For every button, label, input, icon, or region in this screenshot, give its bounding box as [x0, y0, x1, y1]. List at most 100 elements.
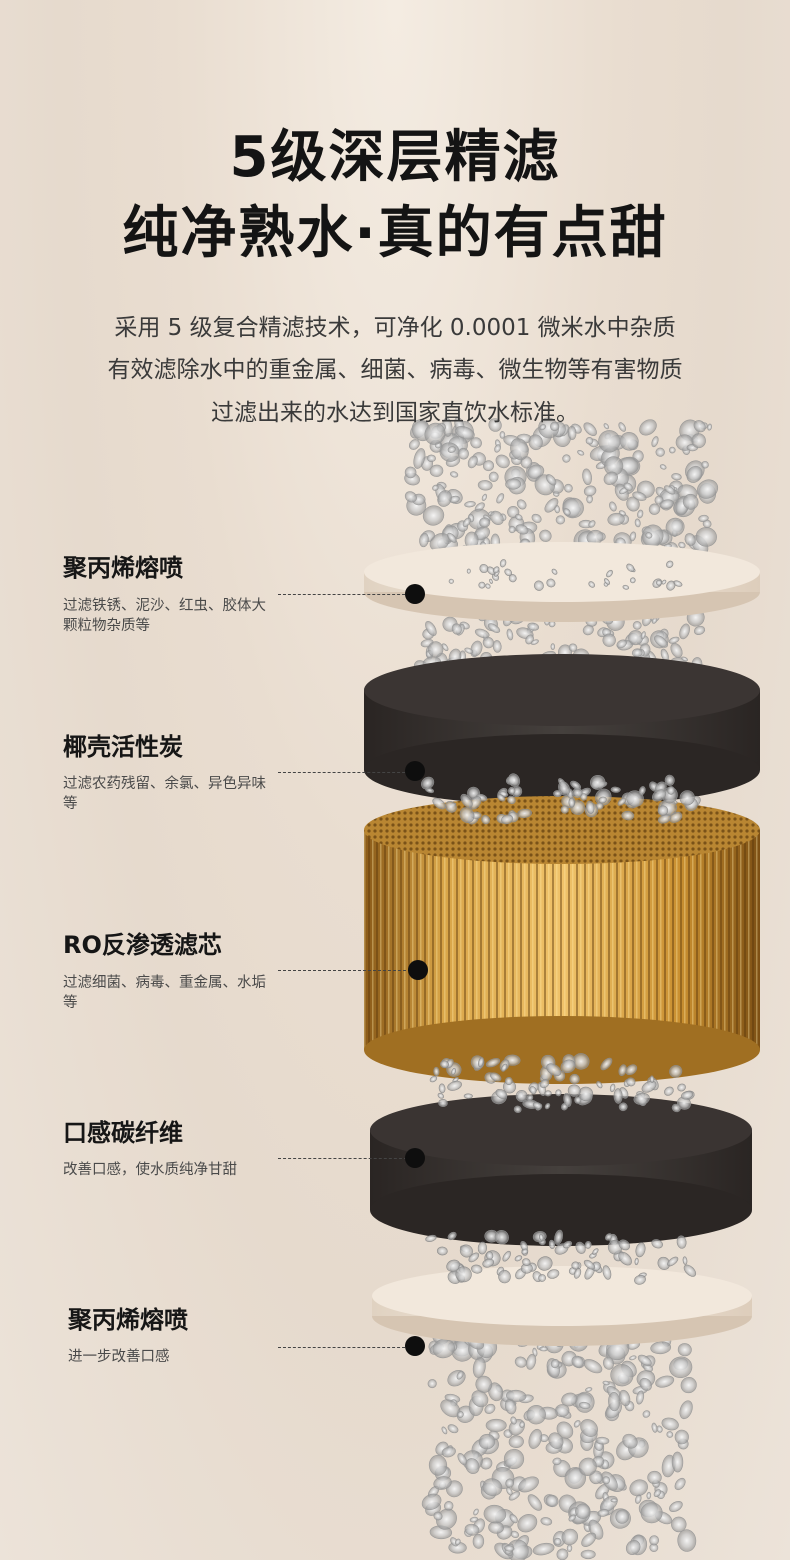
water-droplet	[554, 1229, 564, 1245]
water-droplet	[545, 1494, 559, 1508]
water-droplet	[527, 622, 540, 631]
water-droplet	[447, 1369, 466, 1387]
water-droplet	[537, 1256, 553, 1271]
water-droplet	[459, 1244, 473, 1258]
layer-2-desc: 过滤农药残留、余氯、异色异味等	[63, 776, 266, 812]
water-droplet	[533, 580, 544, 591]
water-droplet	[488, 418, 502, 432]
water-droplet	[447, 532, 457, 543]
water-droplet	[622, 584, 630, 590]
water-droplet	[693, 625, 706, 635]
water-droplet	[615, 1509, 630, 1524]
water-droplet	[469, 1516, 479, 1523]
water-droplet	[602, 1380, 610, 1386]
water-droplet	[489, 578, 493, 584]
water-droplet	[585, 1387, 593, 1392]
water-droplet	[508, 786, 516, 795]
water-droplet	[470, 437, 482, 449]
water-droplet	[441, 643, 449, 652]
water-droplet	[583, 1259, 596, 1270]
water-droplet	[477, 480, 493, 491]
water-droplet	[449, 471, 459, 478]
water-droplet	[684, 533, 696, 546]
water-droplet	[538, 1274, 546, 1282]
water-droplet	[508, 525, 516, 534]
water-droplet	[628, 630, 644, 646]
water-droplet	[623, 482, 633, 491]
water-droplet	[651, 1422, 658, 1433]
water-droplet	[618, 1239, 630, 1251]
water-droplet	[546, 1063, 562, 1077]
water-droplet	[478, 1433, 496, 1450]
water-droplet	[619, 432, 639, 451]
water-droplet	[485, 583, 491, 589]
water-droplet	[661, 1417, 679, 1431]
water-droplet	[482, 460, 495, 472]
water-droplet	[580, 793, 588, 801]
water-droplet	[413, 448, 426, 469]
water-droplet	[441, 1446, 456, 1458]
water-droplet	[626, 1077, 636, 1087]
water-droplet	[455, 1266, 472, 1283]
water-droplet	[425, 1234, 437, 1242]
water-droplet	[602, 633, 616, 647]
water-droplet	[421, 776, 435, 790]
water-droplet	[563, 508, 571, 516]
water-droplet	[669, 1356, 693, 1379]
layer-1-disc	[364, 542, 760, 622]
water-droplet	[540, 1517, 553, 1526]
water-droplet	[682, 493, 699, 510]
water-droplet	[555, 515, 566, 525]
water-droplet	[447, 1231, 457, 1241]
water-droplet	[570, 780, 581, 790]
water-droplet	[433, 1511, 443, 1521]
water-droplet	[654, 635, 668, 648]
water-droplet	[638, 786, 646, 796]
water-droplet	[544, 1103, 551, 1110]
water-droplet	[519, 1421, 525, 1428]
water-droplet	[668, 446, 676, 454]
water-droplet	[495, 1088, 508, 1099]
water-droplet	[568, 643, 578, 652]
water-droplet	[564, 483, 573, 493]
water-droplet	[610, 786, 621, 793]
water-droplet	[610, 1498, 618, 1503]
water-droplet	[637, 1354, 652, 1367]
layer-1-name: 聚丙烯熔喷	[63, 554, 183, 582]
water-droplet	[666, 580, 676, 591]
water-droplet	[481, 815, 490, 825]
water-droplet	[641, 1080, 657, 1093]
water-droplet	[613, 1088, 623, 1104]
water-droplet	[478, 1057, 484, 1068]
water-droplet	[404, 466, 417, 479]
water-droplet	[459, 807, 475, 823]
description-line: 采用 5 级复合精滤技术，可净化 0.0001 微米水中杂质	[114, 315, 676, 341]
water-droplet	[470, 640, 483, 657]
water-droplet	[510, 1416, 517, 1425]
water-droplet	[560, 1059, 576, 1074]
water-droplet	[640, 1502, 663, 1524]
water-droplet	[610, 1364, 634, 1387]
water-droplet	[509, 1513, 518, 1524]
water-droplet	[621, 810, 635, 821]
water-droplet	[562, 1240, 573, 1249]
water-droplet	[456, 1370, 464, 1380]
water-droplet	[616, 639, 627, 649]
water-droplet	[561, 1528, 579, 1546]
water-droplet	[602, 1265, 612, 1280]
water-droplet	[518, 1476, 539, 1493]
water-droplet	[667, 1256, 679, 1267]
water-droplet	[499, 431, 506, 439]
water-droplet	[629, 577, 636, 584]
water-droplet	[665, 517, 685, 537]
water-droplet	[677, 1083, 686, 1092]
water-droplet	[683, 1264, 697, 1277]
water-droplet	[539, 424, 546, 431]
water-droplet	[666, 560, 674, 568]
water-droplet	[584, 1241, 592, 1249]
water-droplet	[678, 541, 686, 549]
water-droplet	[440, 1060, 449, 1069]
water-droplet	[485, 1418, 507, 1432]
water-droplet	[421, 1493, 442, 1511]
water-droplet	[432, 1338, 456, 1359]
